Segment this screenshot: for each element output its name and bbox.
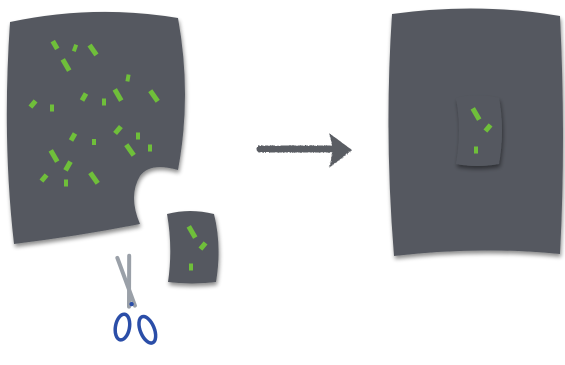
source-sheet: [7, 12, 185, 244]
cut-piece: [167, 211, 219, 284]
green-speck: [102, 99, 106, 106]
inserted-patch: [456, 96, 502, 167]
arrow-right-icon: [260, 133, 352, 168]
green-speck: [474, 147, 478, 154]
green-speck: [50, 105, 54, 112]
green-speck: [189, 264, 193, 271]
scissors-icon: [100, 253, 160, 351]
green-speck: [136, 133, 140, 140]
green-speck: [148, 145, 152, 152]
green-speck: [92, 139, 96, 145]
green-speck: [64, 180, 68, 187]
